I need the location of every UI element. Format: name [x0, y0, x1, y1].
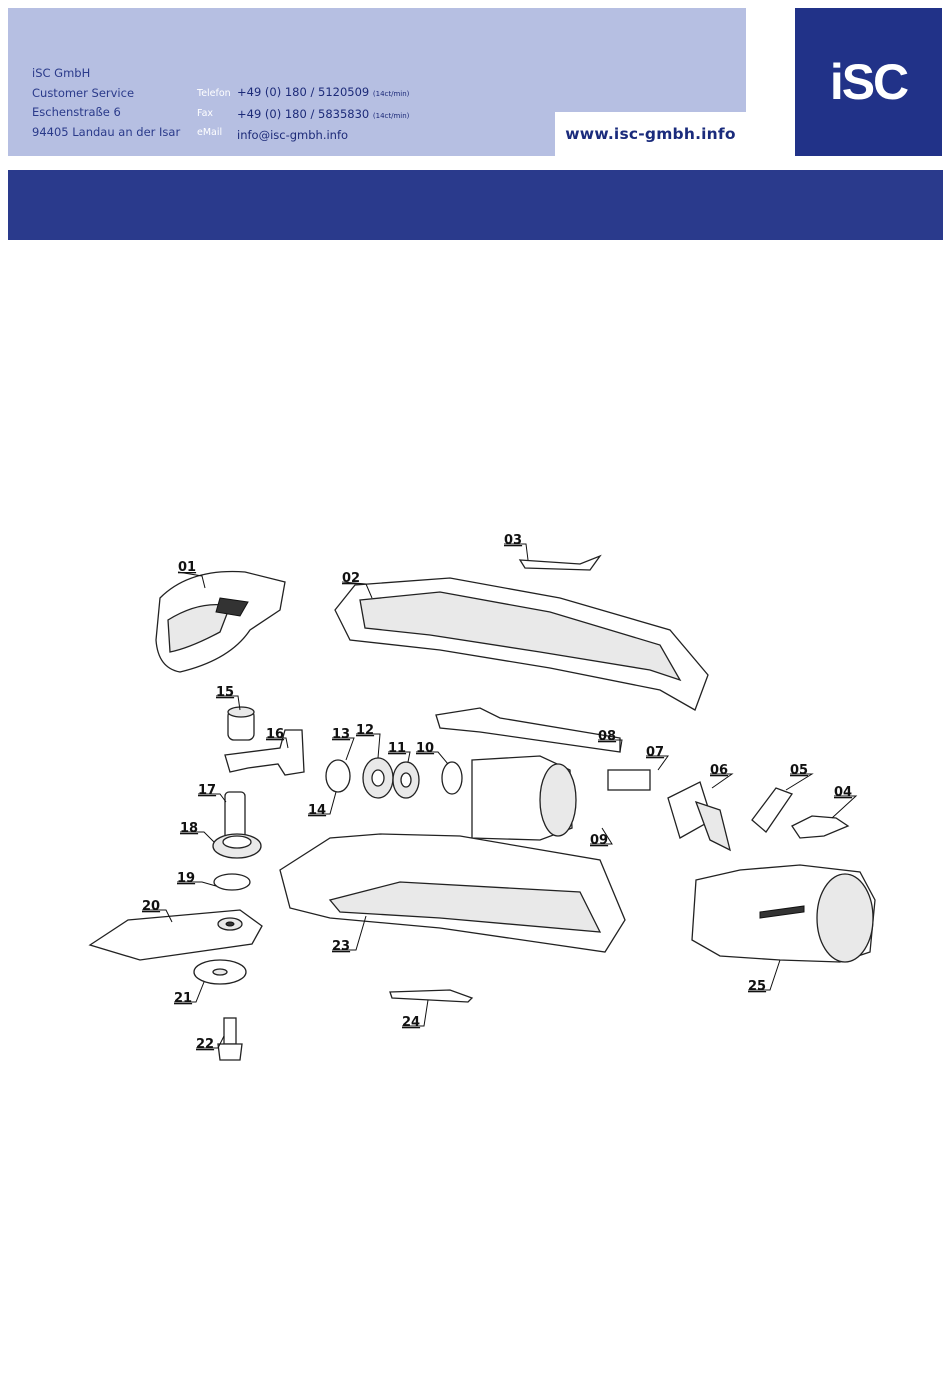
label-06: 06: [710, 763, 728, 778]
city-address: 94405 Landau an der Isar: [32, 123, 180, 143]
label-18: 18: [180, 821, 198, 836]
website-link[interactable]: www.isc-gmbh.info: [555, 112, 746, 156]
company-name: iSC GmbH: [32, 64, 180, 84]
label-08: 08: [598, 729, 616, 744]
part-23-housing-right: [280, 834, 625, 952]
label-21: 21: [174, 991, 192, 1006]
contact-values: +49 (0) 180 / 5120509 (14ct/min) +49 (0)…: [237, 83, 409, 146]
label-05: 05: [790, 763, 808, 778]
title-band: [8, 170, 943, 240]
label-13: 13: [332, 727, 350, 742]
part-15-bushing: [216, 696, 254, 740]
label-11: 11: [388, 741, 406, 756]
part-13-nut: [326, 738, 354, 792]
isc-logo: iSC: [795, 8, 942, 156]
label-04: 04: [834, 785, 852, 800]
label-09: 09: [590, 833, 608, 848]
logo-text: iSC: [830, 53, 907, 111]
phone-number[interactable]: +49 (0) 180 / 5120509 (14ct/min): [237, 83, 409, 105]
label-16: 16: [266, 727, 284, 742]
label-02: 02: [342, 571, 360, 586]
part-25-battery: [692, 865, 875, 990]
website-text: www.isc-gmbh.info: [565, 125, 735, 143]
fax-rate: (14ct/min): [373, 112, 410, 120]
part-08-switch-slider: [436, 708, 622, 752]
part-06-gear-housing: [668, 774, 732, 850]
label-07: 07: [646, 745, 664, 760]
label-14: 14: [308, 803, 326, 818]
street-address: Eschenstraße 6: [32, 103, 180, 123]
department-name: Customer Service: [32, 84, 180, 104]
part-09-motor: [472, 756, 612, 844]
email-address[interactable]: info@isc-gmbh.info: [237, 126, 409, 146]
label-19: 19: [177, 871, 195, 886]
part-04-clip: [792, 796, 856, 838]
address-block: iSC GmbH Customer Service Eschenstraße 6…: [32, 64, 180, 142]
email-label: eMail: [197, 123, 231, 143]
part-01-head-cover: [156, 572, 285, 672]
label-17: 17: [198, 783, 216, 798]
part-20-blade: [90, 910, 262, 960]
label-23: 23: [332, 939, 350, 954]
label-15: 15: [216, 685, 234, 700]
fax-label: Fax: [197, 104, 231, 124]
fax-number: +49 (0) 180 / 5835830 (14ct/min): [237, 105, 409, 127]
exploded-parts-diagram: 01 02 03 04 05 06 07 08 09 10 11 12 13 1…: [80, 520, 890, 1080]
phone-label: Telefon: [197, 84, 231, 104]
label-25: 25: [748, 979, 766, 994]
label-12: 12: [356, 723, 374, 738]
label-01: 01: [178, 560, 196, 575]
label-22: 22: [196, 1037, 214, 1052]
diagram-svg: 01 02 03 04 05 06 07 08 09 10 11 12 13 1…: [80, 520, 890, 1080]
label-10: 10: [416, 741, 434, 756]
label-20: 20: [142, 899, 160, 914]
phone-rate: (14ct/min): [373, 90, 410, 98]
part-07-switch: [608, 756, 668, 790]
part-10-ring: [416, 752, 462, 794]
label-03: 03: [504, 533, 522, 548]
part-02-housing-left: [335, 578, 708, 710]
contact-labels: Telefon Fax eMail: [197, 84, 231, 143]
label-24: 24: [402, 1015, 420, 1030]
